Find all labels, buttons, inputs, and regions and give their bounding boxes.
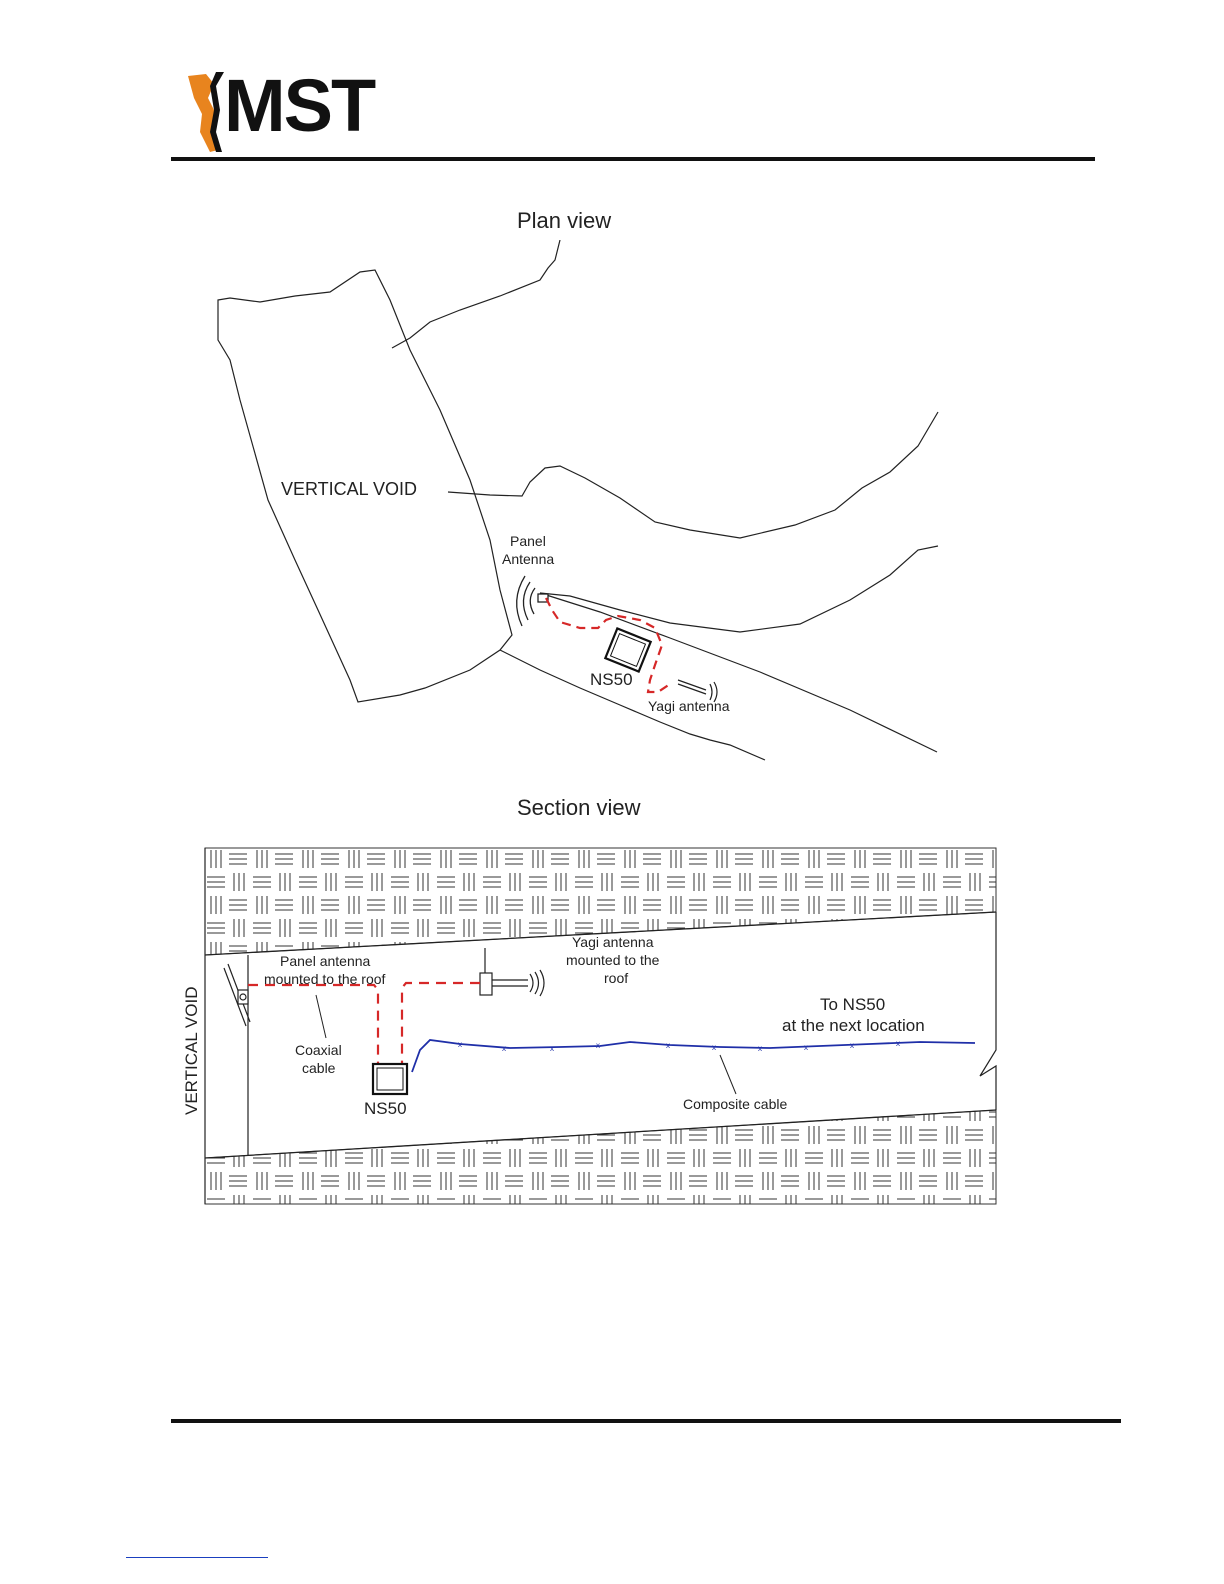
plan-panel-antenna-label-2: Antenna	[502, 551, 554, 567]
svg-text:x: x	[666, 1041, 670, 1050]
footer-link-underline	[126, 1557, 268, 1558]
section-panel-antenna-icon	[224, 964, 250, 1026]
svg-text:x: x	[758, 1044, 762, 1053]
svg-text:x: x	[458, 1040, 462, 1049]
svg-text:x: x	[804, 1043, 808, 1052]
section-vertical-void-label: VERTICAL VOID	[182, 987, 201, 1115]
plan-view-diagram: VERTICAL VOID Panel Antenna NS50 Yagi an…	[200, 240, 960, 780]
section-ns50-unit	[373, 1064, 407, 1094]
section-view-diagram: x x x x x x x x x x VERTICAL VOID Panel …	[180, 840, 1020, 1210]
section-yagi-label-3: roof	[604, 970, 628, 986]
panel-antenna-icon	[517, 576, 548, 626]
section-composite-cable	[412, 1040, 975, 1072]
section-to-ns50-label-2: at the next location	[782, 1016, 925, 1035]
drive-outline-upper	[448, 412, 938, 538]
section-ns50-label: NS50	[364, 1099, 407, 1118]
plan-ns50-unit	[605, 628, 650, 671]
coaxial-leader-line	[316, 995, 326, 1038]
plan-view-title: Plan view	[517, 208, 611, 234]
section-coaxial-label-1: Coaxial	[295, 1042, 342, 1058]
section-to-ns50-label-1: To NS50	[820, 995, 885, 1014]
drive-outline-lower-top	[540, 546, 938, 632]
svg-text:x: x	[712, 1043, 716, 1052]
cave-outline-top	[392, 240, 560, 348]
plan-ns50-label: NS50	[590, 670, 633, 689]
header-rule	[171, 157, 1095, 161]
section-coaxial-cable-yagi	[402, 983, 480, 1065]
section-panel-antenna-label-1: Panel antenna	[280, 953, 371, 969]
section-rock-floor	[205, 1110, 996, 1204]
composite-leader-line	[720, 1055, 736, 1094]
section-coaxial-label-2: cable	[302, 1060, 336, 1076]
svg-text:x: x	[896, 1039, 900, 1048]
section-yagi-label-1: Yagi antenna	[572, 934, 654, 950]
svg-text:x: x	[502, 1044, 506, 1053]
svg-text:x: x	[850, 1041, 854, 1050]
section-composite-cable-label: Composite cable	[683, 1096, 787, 1112]
section-yagi-label-2: mounted to the	[566, 952, 660, 968]
svg-text:x: x	[596, 1041, 600, 1050]
plan-yagi-antenna-label: Yagi antenna	[648, 698, 730, 714]
footer-rule	[171, 1419, 1121, 1423]
section-yagi-antenna-icon	[480, 948, 544, 996]
section-view-title: Section view	[517, 795, 641, 821]
section-panel-antenna-label-2: mounted to the roof	[264, 971, 386, 987]
svg-text:x: x	[550, 1044, 554, 1053]
section-break-line	[980, 912, 996, 1110]
plan-vertical-void-label: VERTICAL VOID	[281, 479, 417, 499]
plan-panel-antenna-label-1: Panel	[510, 533, 546, 549]
mst-logo-text: MST	[224, 66, 374, 146]
